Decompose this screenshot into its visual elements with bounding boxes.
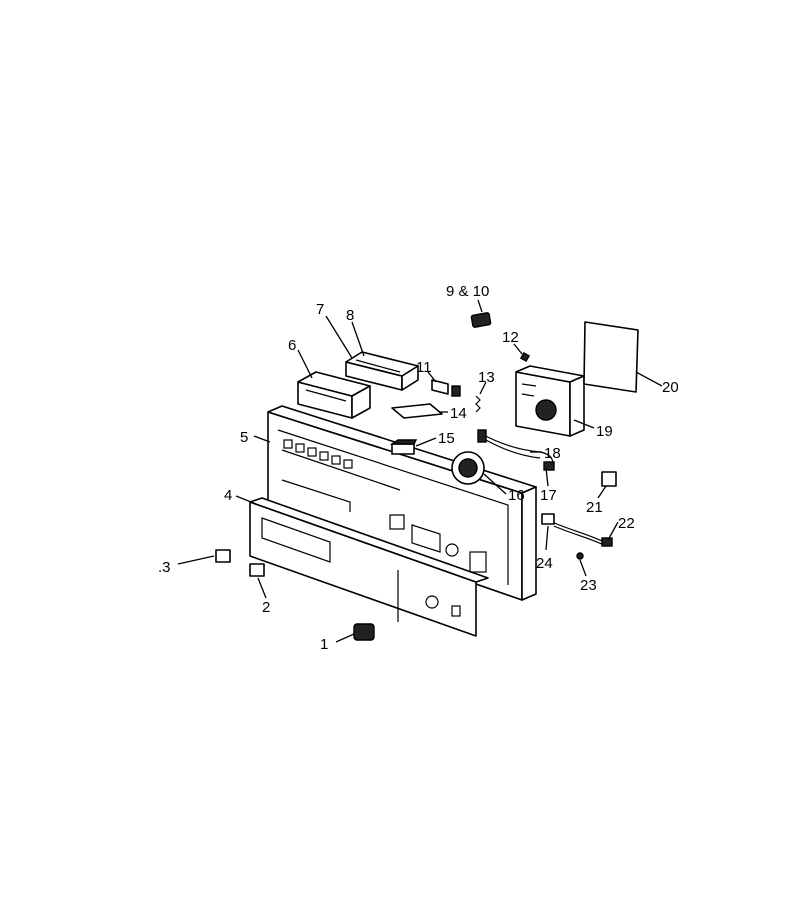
bracket-part-11 [431, 379, 461, 397]
leader-lines [177, 299, 663, 643]
button-part-2 [249, 563, 265, 577]
callout-9-10: 9 & 10 [446, 283, 489, 300]
callout-labels: 1 2 .3 4 5 6 7 8 9 & 10 11 12 13 14 15 1… [158, 283, 679, 653]
knob-part-1 [353, 623, 375, 641]
callout-22: 22 [618, 515, 635, 532]
knob-part-9-10 [470, 312, 492, 328]
callout-3: .3 [158, 559, 171, 576]
left-switch-block [297, 371, 371, 419]
callout-12: 12 [502, 329, 519, 346]
callout-24: 24 [536, 555, 553, 572]
callout-15: 15 [438, 430, 455, 447]
timer-part-19 [515, 365, 585, 437]
front-fascia-panel [249, 497, 489, 637]
callout-4: 4 [224, 487, 232, 504]
callout-23: 23 [580, 577, 597, 594]
callout-5: 5 [240, 429, 248, 446]
callout-16: 16 [508, 487, 525, 504]
wire-lead-part-22 [541, 513, 613, 547]
spring-part-13 [475, 395, 481, 413]
selector-knob-part-16 [451, 451, 485, 485]
callout-14: 14 [450, 405, 467, 422]
callout-8: 8 [346, 307, 354, 324]
insulator-sheet-part-14 [391, 403, 443, 419]
callout-13: 13 [478, 369, 495, 386]
callout-18: 18 [544, 445, 561, 462]
upper-switch-block [345, 351, 419, 391]
wiring-diagram-sheet-part-20 [583, 321, 639, 393]
screw-part-12 [519, 351, 531, 363]
button-part-3 [215, 549, 231, 563]
callout-6: 6 [288, 337, 296, 354]
callout-11: 11 [416, 359, 432, 376]
callout-19: 19 [596, 423, 613, 440]
callout-2: 2 [262, 599, 270, 616]
callout-1: 1 [320, 636, 328, 653]
screw-part-23 [576, 552, 584, 560]
callout-21: 21 [586, 499, 603, 516]
callout-17: 17 [540, 487, 557, 504]
wire-harness-part-17-18 [477, 429, 555, 471]
connector-part-21 [601, 471, 617, 487]
switch-part-15 [389, 439, 418, 455]
callout-20: 20 [662, 379, 679, 396]
callout-7: 7 [316, 301, 324, 318]
